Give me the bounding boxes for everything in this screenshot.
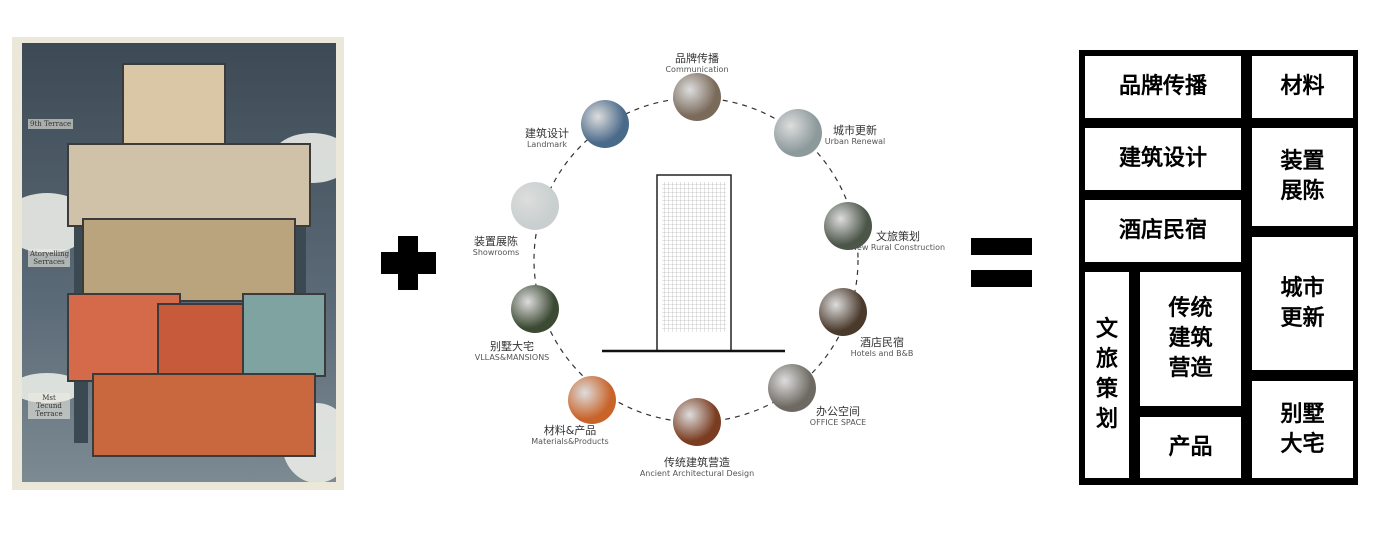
office-illustration-poster: 9th Terrace Atoryelling Serraces Mst Tec… <box>12 37 344 490</box>
grid-cell: 城市更新 <box>1252 237 1353 370</box>
node-label-en: Landmark <box>526 140 568 149</box>
poster-label: Mst Tecund Terrace <box>28 393 70 419</box>
node-label-en: VLLAS&MANSIONS <box>474 353 550 362</box>
tower-facade <box>662 182 726 332</box>
node-photo <box>511 285 559 333</box>
node-label-zh: 装置展陈 <box>473 235 518 248</box>
node-photo <box>819 288 867 336</box>
node-label-zh: 建筑设计 <box>525 127 569 140</box>
node-label-zh: 品牌传播 <box>675 52 719 65</box>
node-label-en: Communication <box>665 65 729 74</box>
node-label-zh: 酒店民宿 <box>860 336 904 349</box>
grid-cell: 品牌传播 <box>1085 56 1241 118</box>
node-photo <box>824 202 872 250</box>
node-label-en: New Rural Construction <box>850 243 946 252</box>
grid-cell: 文旅策划 <box>1085 272 1129 478</box>
node-photo <box>568 376 616 424</box>
poster-sky: 9th Terrace Atoryelling Serraces Mst Tec… <box>22 43 336 482</box>
poster-label: 9th Terrace <box>28 119 74 129</box>
node-label-zh: 文旅策划 <box>876 230 920 243</box>
grid-cell: 酒店民宿 <box>1085 200 1241 262</box>
node-label-en: Hotels and B&B <box>850 349 914 358</box>
node-label-en: Materials&Products <box>531 437 609 446</box>
node-label-en: OFFICE SPACE <box>809 418 867 427</box>
node-photo <box>673 73 721 121</box>
grid-cell: 装置展陈 <box>1252 128 1353 226</box>
node-label-zh: 别墅大宅 <box>489 340 534 353</box>
node-label-zh: 办公空间 <box>816 405 860 418</box>
business-grid: 品牌传播 材料 建筑设计 装置展陈 酒店民宿 城市更新 文旅策划 传统建筑营造 … <box>1079 50 1358 485</box>
business-ring-diagram <box>533 97 859 423</box>
equals-sign <box>971 270 1032 287</box>
grid-cell: 材料 <box>1252 56 1353 118</box>
poster-label: Atoryelling Serraces <box>28 249 70 267</box>
grid-cell: 产品 <box>1140 417 1241 478</box>
node-photo <box>673 398 721 446</box>
node-photo <box>774 109 822 157</box>
plus-sign <box>381 252 436 274</box>
node-photo <box>768 364 816 412</box>
node-photo <box>581 100 629 148</box>
grid-cell: 建筑设计 <box>1085 128 1241 190</box>
grid-cell: 别墅大宅 <box>1252 381 1353 478</box>
node-label-en: Urban Renewal <box>824 137 886 146</box>
node-label-en: Showrooms <box>472 248 520 257</box>
node-label-zh: 城市更新 <box>833 124 877 137</box>
node-label-zh: 材料&产品 <box>543 424 597 437</box>
equals-sign <box>971 238 1032 255</box>
node-label-en: Ancient Architectural Design <box>639 469 755 478</box>
node-photo <box>511 182 559 230</box>
grid-cell: 传统建筑营造 <box>1140 272 1241 406</box>
node-label-zh: 传统建筑营造 <box>663 456 730 469</box>
